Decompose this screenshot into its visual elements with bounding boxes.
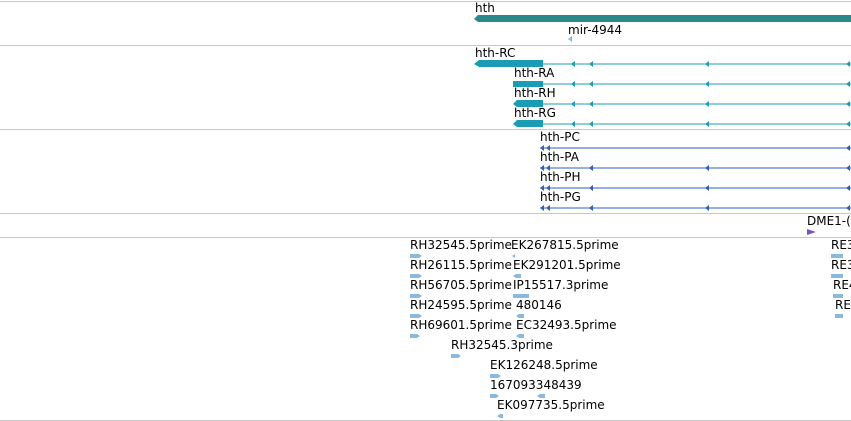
transcript-hth-RH[interactable] bbox=[513, 100, 851, 107]
est-label: RH26115.5prime bbox=[410, 258, 512, 272]
transcript-label: hth-RH bbox=[514, 86, 556, 100]
transcript-track-2 bbox=[540, 145, 851, 211]
est-glyph[interactable] bbox=[410, 334, 420, 338]
transcript-label: hth-RG bbox=[514, 106, 556, 120]
est-glyph[interactable] bbox=[410, 294, 422, 298]
transcript-label: hth-PC bbox=[540, 130, 580, 144]
transcript-hth-PC[interactable] bbox=[540, 145, 851, 151]
track-divider bbox=[0, 45, 851, 46]
est-label: EK126248.5prime bbox=[490, 358, 598, 372]
est-glyph[interactable] bbox=[490, 394, 499, 398]
transcript-label: hth-PA bbox=[540, 150, 579, 164]
est-label: EC32493.5prime bbox=[516, 318, 617, 332]
transcript-hth-PH[interactable] bbox=[540, 185, 851, 191]
est-label: RE3 bbox=[831, 238, 851, 252]
est-label: RH32545.3prime bbox=[451, 338, 553, 352]
transcript-label: hth-RA bbox=[514, 66, 555, 80]
gene-hth-bar[interactable] bbox=[474, 15, 851, 22]
est-label: RH32545.5prime bbox=[410, 238, 512, 252]
est-glyph[interactable] bbox=[497, 414, 503, 418]
est-glyph[interactable] bbox=[833, 294, 843, 298]
transcript-label: hth-PH bbox=[540, 170, 581, 184]
track-divider bbox=[0, 1, 851, 2]
feature-track bbox=[807, 229, 816, 235]
track-divider bbox=[0, 129, 851, 130]
est-glyph[interactable] bbox=[831, 274, 843, 278]
est-label: RE4 bbox=[833, 278, 851, 292]
transcript-hth-RA[interactable] bbox=[513, 81, 851, 87]
track-divider bbox=[0, 237, 851, 238]
est-label: 480146 bbox=[516, 298, 562, 312]
est-label: 167093348439 bbox=[490, 378, 582, 392]
transcript-hth-PA[interactable] bbox=[540, 165, 851, 171]
transcript-hth-RC[interactable] bbox=[474, 60, 851, 67]
mir-4944-feature[interactable] bbox=[568, 36, 572, 42]
gene-label: hth bbox=[475, 1, 495, 15]
est-glyph[interactable] bbox=[516, 314, 524, 318]
est-label: RE3 bbox=[831, 258, 851, 272]
mirna-label: mir-4944 bbox=[568, 23, 623, 37]
gene-track bbox=[474, 15, 851, 42]
est-glyph[interactable] bbox=[410, 274, 422, 278]
est-label: EK267815.5prime bbox=[511, 238, 619, 252]
est-label: EK291201.5prime bbox=[513, 258, 621, 272]
feature-dme1[interactable] bbox=[807, 229, 816, 235]
track-divider bbox=[0, 213, 851, 214]
est-glyph[interactable] bbox=[410, 254, 422, 258]
transcript-track-1 bbox=[474, 60, 851, 127]
est-glyph[interactable] bbox=[516, 334, 524, 338]
est-glyph[interactable] bbox=[513, 274, 521, 278]
transcript-label: hth-RC bbox=[475, 46, 516, 60]
est-track-glyphs bbox=[410, 254, 843, 418]
est-label: IP15517.3prime bbox=[513, 278, 609, 292]
est-label: RH56705.5prime bbox=[410, 278, 512, 292]
est-label: RE bbox=[835, 298, 851, 312]
est-glyph[interactable] bbox=[451, 354, 461, 358]
feature-label: DME1-( bbox=[807, 214, 851, 228]
est-glyph[interactable] bbox=[512, 254, 515, 258]
est-label: RH24595.5prime bbox=[410, 298, 512, 312]
est-glyph[interactable] bbox=[831, 254, 843, 258]
transcript-hth-RG[interactable] bbox=[513, 120, 851, 127]
est-glyph[interactable] bbox=[410, 314, 422, 318]
est-glyph[interactable] bbox=[513, 294, 529, 298]
est-label: RH69601.5prime bbox=[410, 318, 512, 332]
transcript-hth-PG[interactable] bbox=[540, 205, 851, 211]
transcript-label: hth-PG bbox=[540, 190, 581, 204]
est-label: EK097735.5prime bbox=[497, 398, 605, 412]
est-glyph[interactable] bbox=[490, 374, 501, 378]
est-glyph[interactable] bbox=[835, 314, 843, 318]
est-glyph[interactable] bbox=[537, 394, 545, 398]
